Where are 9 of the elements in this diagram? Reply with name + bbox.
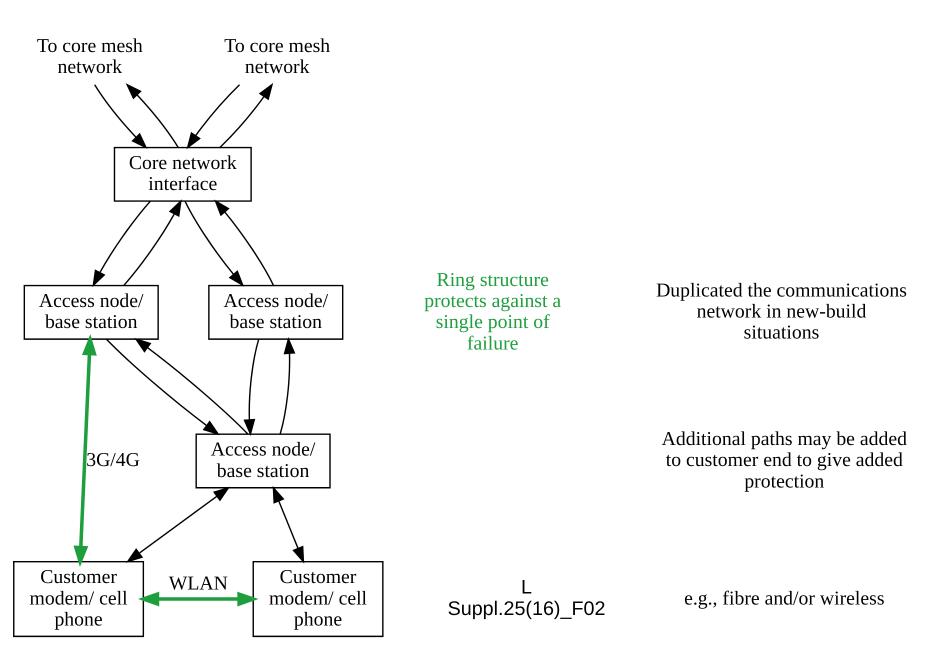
edge-label: 3G/4G xyxy=(86,448,140,471)
label: Additional paths may be added to customer end to give added protection xyxy=(662,428,907,492)
label: L Suppl.25(16)_F02 xyxy=(448,576,606,620)
label: e.g., fibre and/or wireless xyxy=(684,586,885,609)
node-text: To core mesh network xyxy=(224,34,330,78)
label: Ring structure protects against a single point of failure xyxy=(424,268,562,354)
node-text: To core mesh network xyxy=(36,34,143,78)
label: Duplicated the communications network in new-build situations xyxy=(656,278,907,344)
edge-label: WLAN xyxy=(168,572,228,594)
